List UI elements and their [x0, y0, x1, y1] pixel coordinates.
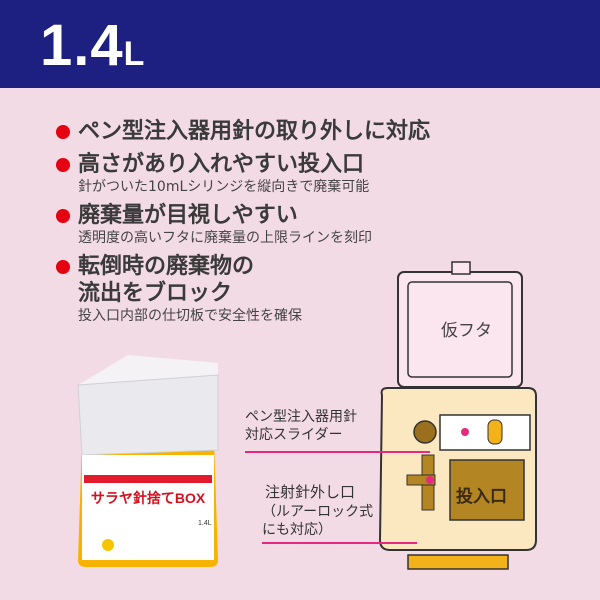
feature-title: 高さがあり入れやすい投入口 — [78, 152, 365, 177]
feature-subtitle: 投入口内部の仕切板で安全性を確保 — [78, 308, 302, 324]
feature-list: ペン型注入器用針の取り外しに対応 高さがあり入れやすい投入口 針がついた10mL… — [56, 118, 430, 331]
feature-title: ペン型注入器用針の取り外しに対応 — [78, 119, 431, 144]
needle-remover-callout-line — [262, 542, 417, 544]
slot-label: 投入口 — [456, 487, 507, 507]
svg-text:1.4L: 1.4L — [198, 520, 212, 527]
bullet-icon — [56, 209, 70, 223]
feature-subtitle: 透明度の高いフタに廃棄量の上限ラインを刻印 — [78, 230, 372, 246]
needle-remover-note: （ルアーロック式 にも対応） — [262, 504, 374, 538]
slider-callout: ペン型注入器用針 対応スライダー — [245, 409, 357, 443]
lid-label: 仮フタ — [441, 321, 492, 341]
needle-remover-callout: 注射針外し口 — [265, 483, 356, 501]
bullet-icon — [56, 158, 70, 172]
product-image: サラヤ針捨てBOX 1.4L — [77, 355, 219, 567]
feature-item: 廃棄量が目視しやすい 透明度の高いフタに廃棄量の上限ラインを刻印 — [56, 202, 430, 247]
header-banner: 1.4L — [0, 0, 600, 88]
bullet-icon — [56, 260, 70, 274]
feature-item: 高さがあり入れやすい投入口 針がついた10mLシリンジを縦向きで廃棄可能 — [56, 151, 430, 196]
feature-subtitle: 針がついた10mLシリンジを縦向きで廃棄可能 — [78, 179, 370, 195]
svg-text:サラヤ針捨てBOX: サラヤ針捨てBOX — [91, 490, 206, 506]
container-diagram — [378, 261, 537, 570]
capacity-title: 1.4L — [40, 13, 146, 78]
slider-callout-line — [245, 451, 430, 453]
feature-item: ペン型注入器用針の取り外しに対応 — [56, 118, 430, 145]
feature-title: 転倒時の廃棄物の 流出をブロック — [78, 254, 255, 306]
feature-item: 転倒時の廃棄物の 流出をブロック 投入口内部の仕切板で安全性を確保 — [56, 253, 430, 325]
bullet-icon — [56, 125, 70, 139]
feature-title: 廃棄量が目視しやすい — [78, 203, 298, 228]
